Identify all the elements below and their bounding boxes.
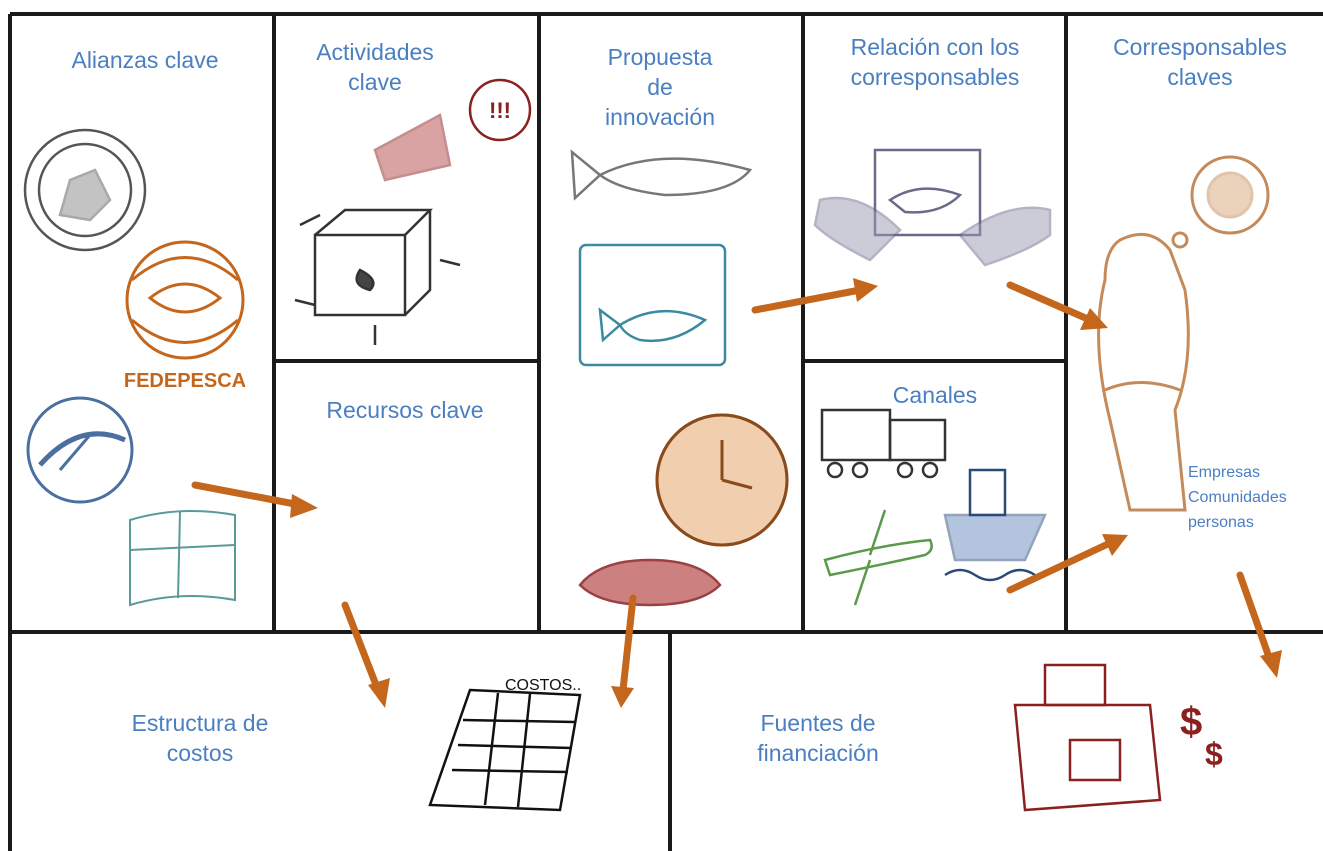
truck-icon xyxy=(820,408,947,479)
flow-arrows xyxy=(191,278,1282,708)
arrow-corresponsables-fuentes xyxy=(1236,571,1274,664)
malpelo-stamp-icon xyxy=(26,396,134,504)
flag-icon xyxy=(129,510,236,607)
title-corresponsables-claves: Corresponsables claves xyxy=(1113,34,1287,90)
title-alianzas-clave: Alianzas clave xyxy=(71,47,219,73)
canvas-grid xyxy=(8,12,1323,851)
cash-register-icon: $ $ xyxy=(1013,663,1223,812)
title-propuesta-innovacion: Propuesta de innovación xyxy=(605,44,715,130)
segment-comunidades: Comunidades xyxy=(1188,489,1287,506)
arrow-alianzas-recursos xyxy=(191,481,304,509)
fish-icon xyxy=(570,149,753,201)
title-canales: Canales xyxy=(892,382,978,408)
ship-icon xyxy=(943,468,1047,582)
arrow-propuesta-costos xyxy=(619,594,637,694)
title-recursos-clave: Recursos clave xyxy=(326,397,484,423)
segment-personas: personas xyxy=(1188,514,1254,531)
costs-sheet-icon: COSTOS.. xyxy=(428,677,582,812)
svg-text:FEDEPESCA: FEDEPESCA xyxy=(124,370,246,392)
cube-arrows-icon xyxy=(294,208,461,345)
customer-segments-list: Empresas Comunidades personas xyxy=(1188,460,1318,535)
svg-text:!!!: !!! xyxy=(489,98,511,123)
arrow-relacion-corresponsables xyxy=(1006,281,1094,324)
customer-figure-icon xyxy=(1097,155,1270,512)
title-fuentes-financiacion: Fuentes de financiación xyxy=(757,710,879,766)
title-actividades-clave: Actividades clave xyxy=(316,39,434,95)
airplane-icon xyxy=(823,509,933,606)
megaphone-icon: !!! xyxy=(373,78,532,182)
hands-fish-icon xyxy=(813,148,1052,267)
fedepesca-logo: FEDEPESCA xyxy=(124,240,246,392)
clock-icon xyxy=(655,413,789,547)
stamp-seal-icon xyxy=(23,128,147,252)
title-estructura-costos: Estructura de costos xyxy=(131,710,269,766)
svg-text:$: $ xyxy=(1180,700,1202,744)
arrow-canales-corresponsables xyxy=(1006,539,1114,594)
sausage-icon xyxy=(578,558,722,607)
svg-text:COSTOS..: COSTOS.. xyxy=(505,677,581,694)
arrow-propuesta-relacion xyxy=(751,286,864,314)
svg-text:$: $ xyxy=(1205,736,1223,772)
segment-empresas: Empresas xyxy=(1188,464,1261,481)
title-relacion-corresponsables: Relación con los corresponsables xyxy=(850,34,1020,90)
arrow-recursos-costos xyxy=(341,601,382,694)
fish-box-icon xyxy=(578,243,727,367)
